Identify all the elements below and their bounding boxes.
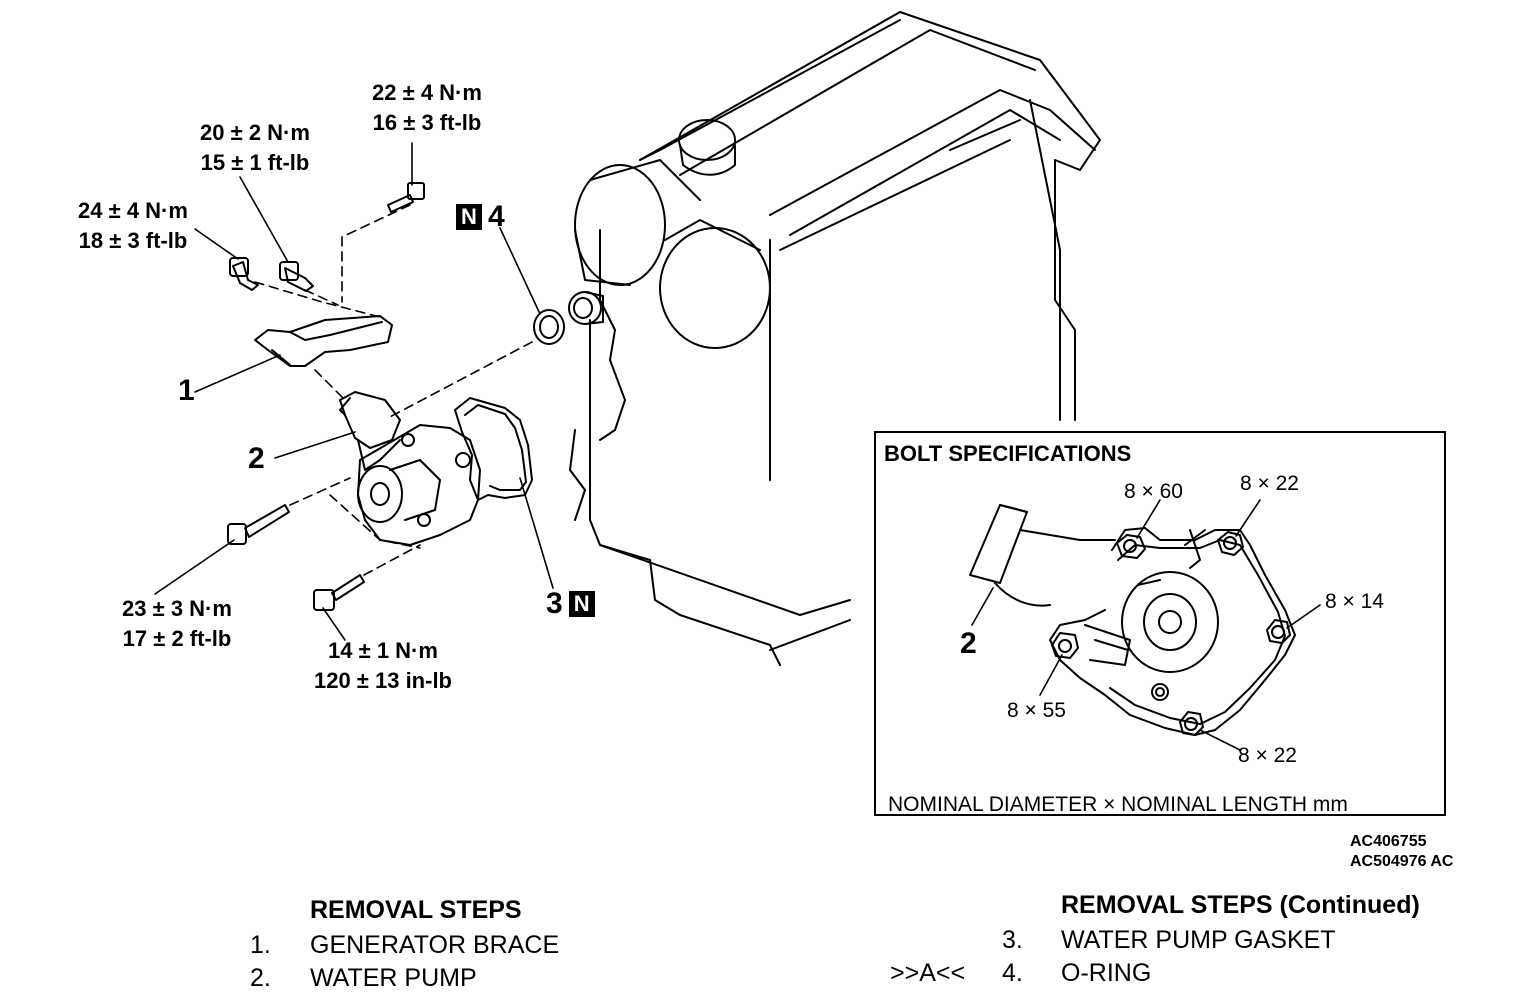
water-pump-gasket-drawing [454, 397, 533, 501]
torque-spec-pump-short-bolt: 14 ± 1 N·m 120 ± 13 in-lb [300, 636, 466, 696]
torque-spec-top: 22 ± 4 N·m 16 ± 3 ft-lb [352, 78, 502, 138]
callout-3: 3 N [546, 587, 595, 621]
removal-steps-heading: REMOVAL STEPS [310, 896, 522, 924]
step-number: 2. [250, 964, 271, 992]
callout-4: N 4 [456, 200, 505, 234]
bolt-specifications-title: BOLT SPECIFICATIONS [884, 441, 1132, 466]
torque-nm: 23 ± 3 N·m [122, 596, 232, 621]
bolt-size-label: 8 × 14 [1325, 590, 1384, 613]
callout-number: 3 [546, 587, 563, 620]
bolt-size-label: 8 × 55 [1007, 699, 1066, 722]
torque-imperial: 120 ± 13 in-lb [313, 668, 452, 693]
bolt-size-label: 8 × 60 [1124, 480, 1183, 503]
step-number: 1. [250, 931, 271, 959]
o-ring-drawing [533, 309, 565, 345]
step-label: GENERATOR BRACE [310, 931, 560, 959]
step-label: WATER PUMP GASKET [1061, 926, 1336, 954]
step-label: WATER PUMP [310, 964, 477, 992]
generator-brace-drawing [254, 315, 393, 367]
torque-imperial: 18 ± 3 ft-lb [78, 228, 188, 253]
engine-block-drawing [568, 11, 1101, 666]
callout-1: 1 [178, 374, 195, 407]
figure-id-block: AC406755 AC504976 AC [1330, 832, 1470, 872]
leader-lines [154, 142, 554, 641]
new-part-badge: N [568, 591, 595, 617]
bolt-size-label: 8 × 22 [1240, 472, 1299, 495]
torque-spec-brace-upper: 20 ± 2 N·m 15 ± 1 ft-lb [180, 118, 330, 178]
torque-imperial: 15 ± 1 ft-lb [200, 150, 310, 175]
bolt-specifications-footer: NOMINAL DIAMETER × NOMINAL LENGTH mm [888, 793, 1348, 816]
assembly-dashed-lines [254, 204, 533, 576]
step-number: 4. [1002, 959, 1023, 987]
torque-spec-brace-lower: 24 ± 4 N·m 18 ± 3 ft-lb [58, 196, 208, 256]
bolts-drawing [227, 182, 425, 611]
torque-imperial: 16 ± 3 ft-lb [372, 110, 482, 135]
callout-2: 2 [248, 442, 265, 475]
step-label: O-RING [1061, 959, 1152, 987]
torque-imperial: 17 ± 2 ft-lb [122, 626, 232, 651]
step-marker: >>A<< [890, 959, 966, 987]
figure-id: AC406755 [1350, 833, 1427, 850]
figure-id: AC504976 AC [1350, 853, 1454, 870]
torque-nm: 14 ± 1 N·m [328, 638, 438, 663]
inset-leader-lines [971, 499, 1321, 751]
torque-spec-pump-long-bolt: 23 ± 3 N·m 17 ± 2 ft-lb [102, 594, 252, 654]
inset-callout-2: 2 [960, 627, 977, 660]
torque-nm: 22 ± 4 N·m [372, 80, 482, 105]
torque-nm: 20 ± 2 N·m [200, 120, 310, 145]
torque-nm: 24 ± 4 N·m [78, 198, 188, 223]
new-part-badge: N [456, 204, 482, 230]
bolt-size-label: 8 × 22 [1238, 744, 1297, 767]
water-pump-drawing [339, 391, 481, 546]
callout-number: 4 [488, 200, 505, 233]
step-number: 3. [1002, 926, 1023, 954]
removal-steps-continued-heading: REMOVAL STEPS (Continued) [1061, 891, 1420, 919]
bolt-specifications-panel: BOLT SPECIFICATIONS NOMINAL DIAMETER × N… [874, 431, 1446, 816]
